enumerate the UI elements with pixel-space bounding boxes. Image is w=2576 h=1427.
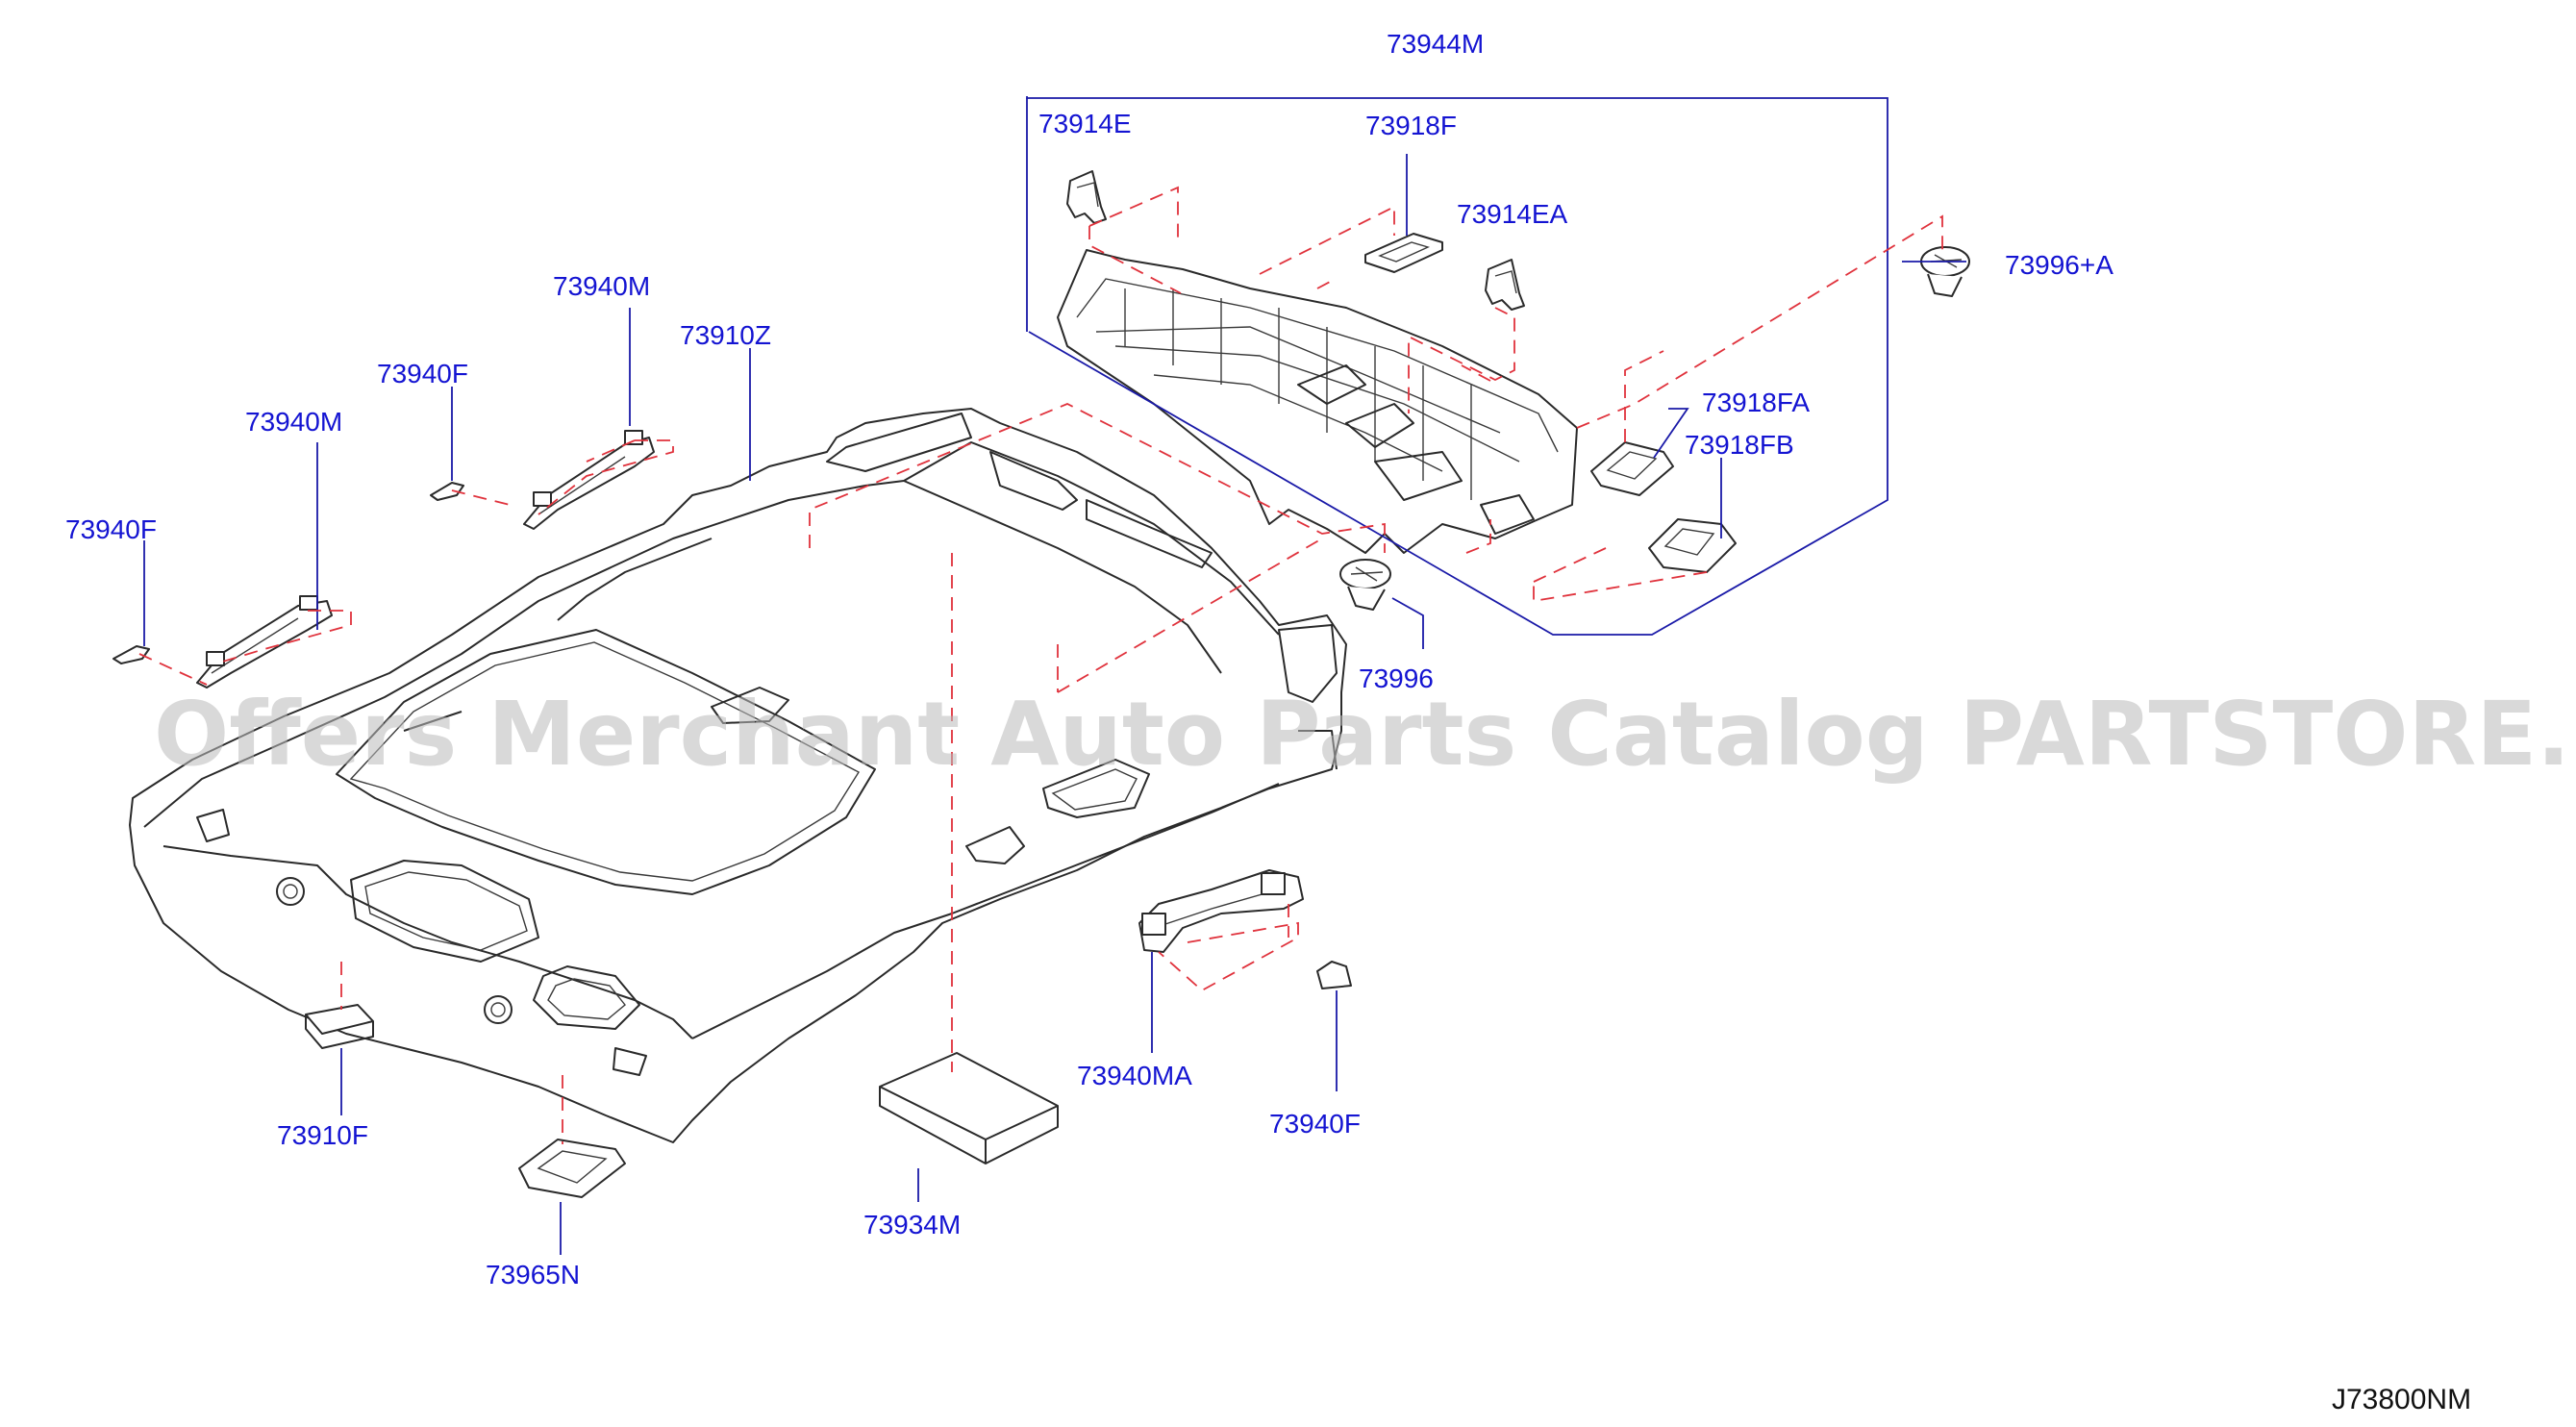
label-73940F-left[interactable]: 73940F — [65, 514, 157, 544]
label-73914EA[interactable]: 73914EA — [1457, 199, 1568, 229]
leader-lines — [143, 96, 1966, 1255]
label-73965N[interactable]: 73965N — [486, 1260, 580, 1289]
assembly-dashed-lines — [138, 186, 1943, 1144]
label-73996[interactable]: 73996 — [1359, 663, 1434, 693]
retainer-73918F[interactable] — [1364, 233, 1443, 273]
label-73934M[interactable]: 73934M — [863, 1210, 961, 1239]
label-73940M-upper[interactable]: 73940M — [553, 271, 650, 301]
clip-73996A[interactable] — [1920, 246, 1970, 297]
label-73918FB[interactable]: 73918FB — [1685, 430, 1794, 460]
label-73914E[interactable]: 73914E — [1038, 109, 1132, 138]
assist-grip-lower[interactable] — [196, 595, 333, 688]
watermark: Offers Merchant Auto Parts Catalog PARTS… — [154, 683, 2576, 786]
lamp-73965N[interactable] — [518, 1139, 626, 1198]
retainer-73918FA[interactable] — [1590, 441, 1674, 496]
label-73910Z[interactable]: 73910Z — [680, 320, 771, 350]
label-73940M-lower[interactable]: 73940M — [245, 407, 342, 437]
label-73940F-right[interactable]: 73940F — [1269, 1109, 1361, 1139]
pad-73910F[interactable] — [305, 1004, 374, 1049]
part-labels: 73944M 73914E 73918F 73914EA 73996+A 739… — [65, 29, 2113, 1289]
diagram-code: J73800NM — [2332, 1384, 2471, 1415]
assist-grip-73940MA[interactable] — [1138, 869, 1304, 953]
headlining-panel[interactable] — [129, 408, 1347, 1143]
assist-grip-upper[interactable] — [523, 430, 655, 530]
pad-73934M[interactable] — [879, 1052, 1059, 1164]
label-73940F-upper[interactable]: 73940F — [377, 359, 468, 388]
label-73996A[interactable]: 73996+A — [2005, 250, 2113, 280]
label-73944M[interactable]: 73944M — [1387, 29, 1484, 59]
clip-73996[interactable] — [1339, 559, 1391, 611]
cover-73940F-upper[interactable] — [430, 482, 464, 501]
label-73910F[interactable]: 73910F — [277, 1120, 368, 1150]
label-73918F[interactable]: 73918F — [1365, 111, 1457, 140]
clip-73914E[interactable] — [1066, 170, 1107, 224]
cover-73940F-left[interactable] — [113, 645, 150, 664]
cover-73940F-right[interactable] — [1316, 961, 1352, 989]
label-73918FA[interactable]: 73918FA — [1702, 388, 1810, 417]
rear-panel-assembly[interactable] — [1057, 249, 1578, 554]
clip-73914EA[interactable] — [1485, 259, 1525, 311]
retainer-73918FB[interactable] — [1648, 518, 1737, 573]
label-73940MA[interactable]: 73940MA — [1077, 1061, 1192, 1090]
